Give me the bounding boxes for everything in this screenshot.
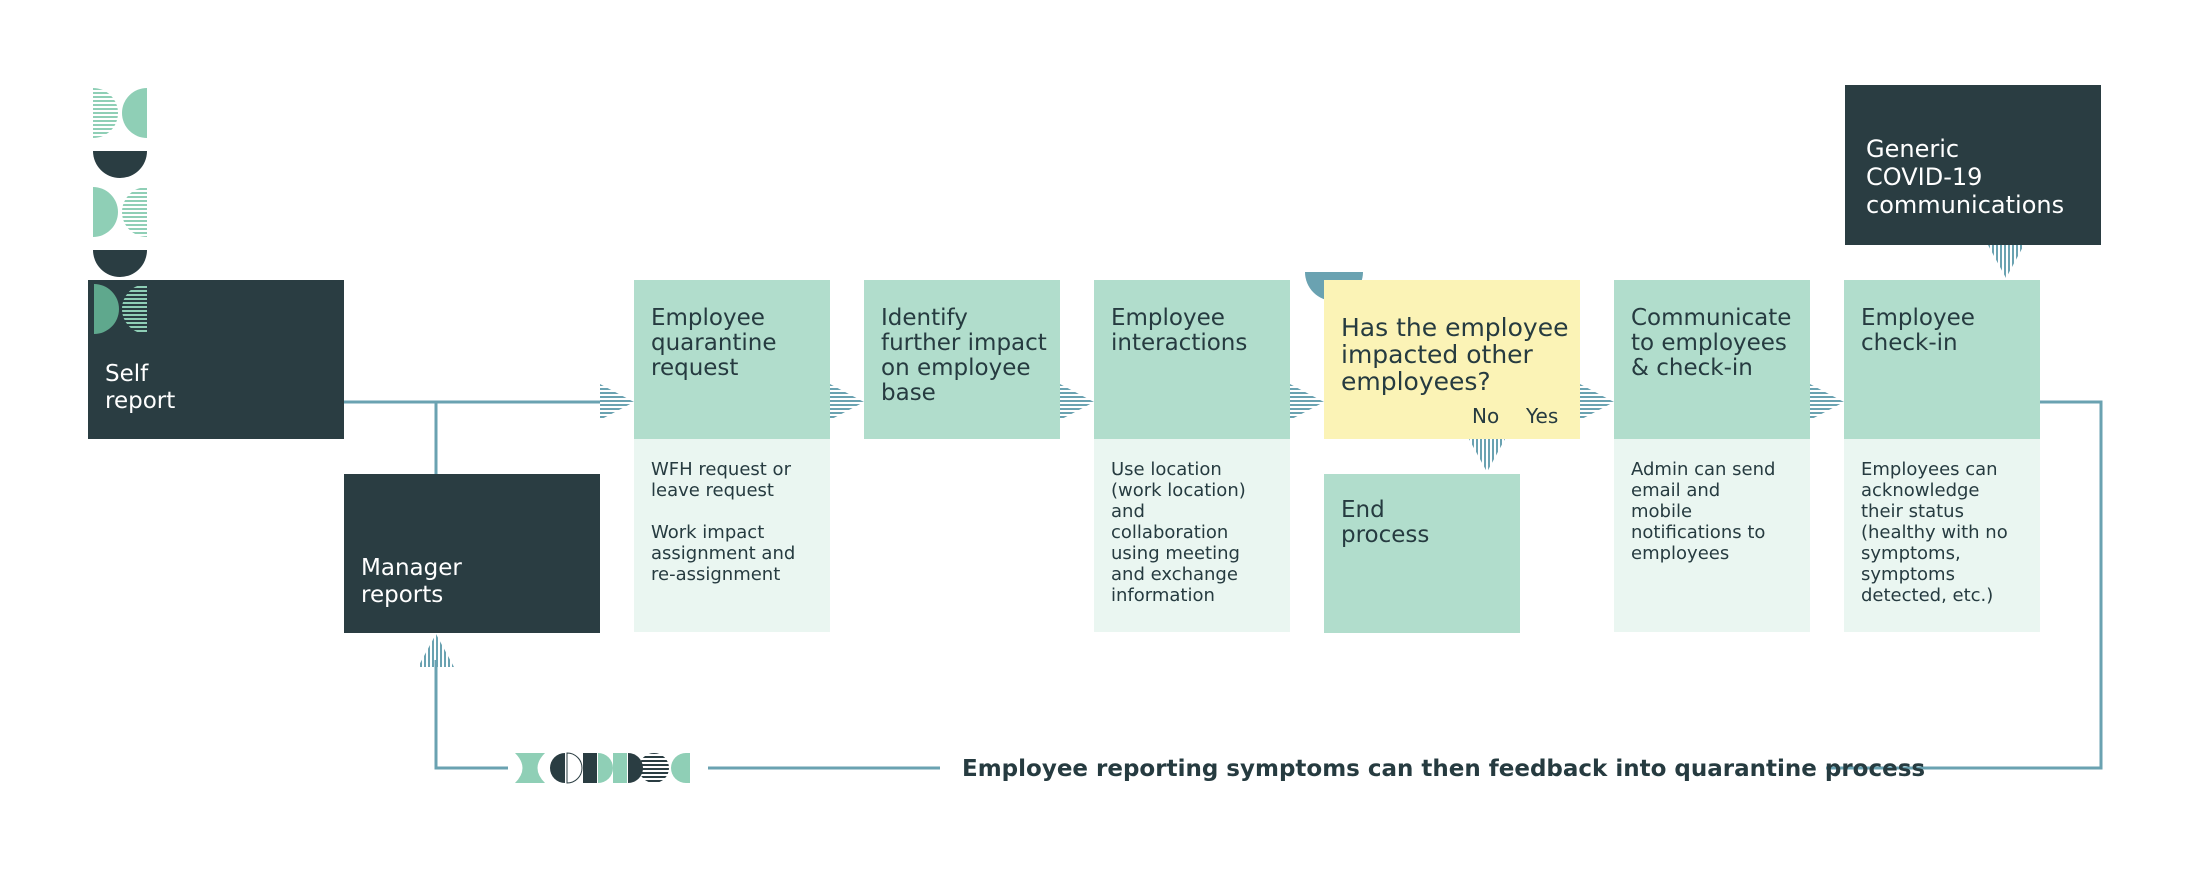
identify-impact-node: Identify further impact on employee base	[864, 280, 1060, 439]
employee-checkin-node: Employee check-in	[1844, 280, 2040, 439]
arrow-into-manager	[418, 634, 454, 667]
decision-question: Has the employee impacted other employee…	[1341, 313, 1569, 396]
arrow-into-end	[1469, 439, 1505, 472]
communicate-title: Communicate to employees & check-in	[1631, 305, 1792, 381]
quarantine-request-title: Employee quarantine request	[651, 305, 777, 381]
striped-half-circle-icon	[93, 88, 118, 138]
hourglass-icon	[515, 753, 545, 783]
employee-interactions-node: Employee interactions	[1094, 280, 1290, 439]
mint-square-icon	[613, 753, 627, 783]
decorative-shapes-column	[93, 88, 147, 277]
arrowheads	[418, 245, 2024, 667]
employee-checkin-details: Employees can acknowledge their status (…	[1844, 439, 2040, 632]
employee-interactions-details: Use location (work location) and collabo…	[1094, 439, 1290, 632]
mint-square-icon	[686, 753, 690, 783]
arrow-into-identify	[830, 384, 864, 420]
feedback-to-manager-line	[434, 660, 508, 770]
manager-reports-label: Manager reports	[361, 555, 462, 608]
mint-half-circle-icon	[93, 187, 118, 237]
end-process-node: End process	[1324, 474, 1520, 633]
manager-reports-node: Manager reports	[344, 474, 600, 633]
mint-half-circle-icon	[122, 88, 147, 138]
quarantine-request-node: Employee quarantine request	[634, 280, 830, 439]
dark-half-circle-icon	[628, 753, 643, 783]
striped-circle-icon	[639, 753, 669, 783]
communicate-node: Communicate to employees & check-in	[1614, 280, 1810, 439]
arrow-from-generic	[1988, 245, 2024, 278]
arrow-into-communicate	[1580, 384, 1614, 420]
decision-node: Has the employee impacted other employee…	[1324, 280, 1580, 439]
arrow-into-interactions	[1060, 384, 1094, 420]
employee-checkin-title: Employee check-in	[1861, 305, 1975, 356]
generic-communications-label: Generic COVID-19 communications	[1866, 135, 2065, 219]
mint-half-circle-icon	[671, 753, 686, 783]
communicate-details: Admin can send email and mobile notifica…	[1614, 439, 1810, 632]
employee-interactions-desc: Use location (work location) and collabo…	[1111, 459, 1246, 606]
white-half-circle-icon	[566, 752, 583, 784]
arrow-into-checkin	[1810, 384, 1844, 420]
decorative-shapes-row	[515, 752, 690, 784]
quarantine-request-desc: WFH request or leave request Work impact…	[651, 459, 796, 585]
dark-half-circle-icon	[93, 250, 147, 277]
decision-no-label: No	[1472, 404, 1500, 428]
quarantine-request-details: WFH request or leave request Work impact…	[634, 439, 830, 632]
mint-half-circle-icon	[94, 284, 119, 334]
end-process-label: End process	[1341, 497, 1430, 548]
identify-impact-title: Identify further impact on employee base	[881, 305, 1047, 406]
checkin-loop-line	[1826, 400, 2103, 770]
decision-yes-label: Yes	[1526, 404, 1559, 428]
dark-half-circle-icon	[93, 151, 147, 178]
arrow-into-decision	[1290, 384, 1324, 420]
generic-communications-node: Generic COVID-19 communications	[1845, 85, 2101, 245]
dark-square-icon	[583, 753, 597, 783]
employee-checkin-desc: Employees can acknowledge their status (…	[1861, 459, 2008, 606]
striped-half-circle-icon	[122, 284, 147, 334]
self-report-decoration	[94, 284, 147, 334]
communicate-desc: Admin can send email and mobile notifica…	[1631, 459, 1776, 564]
feedback-caption: Employee reporting symptoms can then fee…	[962, 756, 1926, 782]
dark-half-circle-icon	[550, 753, 565, 783]
arrow-into-quarantine	[600, 384, 634, 420]
mint-half-circle-icon	[598, 753, 613, 783]
connector-lines	[344, 400, 2103, 770]
self-report-node: Self report	[88, 280, 344, 439]
striped-half-circle-icon	[122, 187, 147, 237]
employee-interactions-title: Employee interactions	[1111, 305, 1248, 356]
self-report-label: Self report	[105, 361, 176, 414]
